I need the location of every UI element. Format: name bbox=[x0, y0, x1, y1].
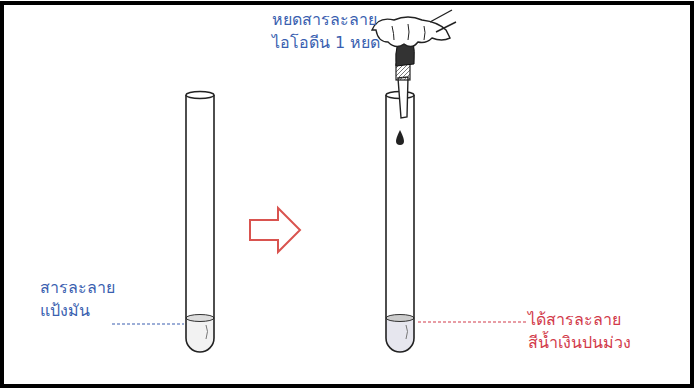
solution-label: สารละลาย แป้งมัน bbox=[40, 276, 120, 322]
reagent-label: หยดสารละลาย ไอโอดีน 1 หยด bbox=[272, 8, 400, 54]
iodine-drop bbox=[396, 130, 404, 145]
frame bbox=[2, 3, 692, 386]
leader-line bbox=[112, 323, 184, 324]
result-label: ได้สารละลาย สีน้ำเงินปนม่วง bbox=[528, 308, 678, 354]
test-tube-result bbox=[386, 92, 414, 353]
dropper-hand bbox=[372, 10, 456, 118]
process-arrow bbox=[250, 208, 300, 252]
leader-line bbox=[418, 321, 526, 322]
test-tube-starch bbox=[186, 92, 214, 353]
